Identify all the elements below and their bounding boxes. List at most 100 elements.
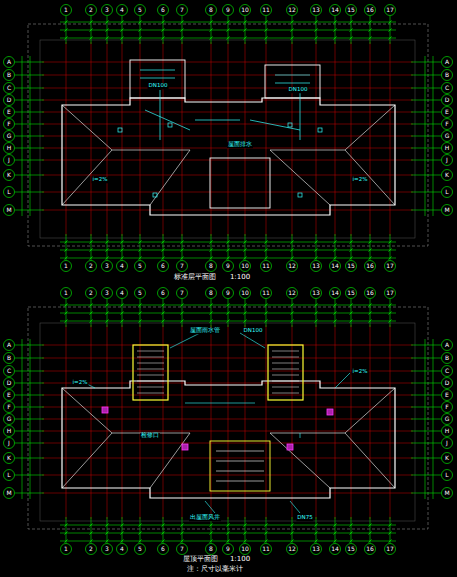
dimension-tick: [162, 37, 165, 40]
axis-bubble: [4, 414, 15, 425]
axis-number: 1: [64, 290, 68, 296]
axis-number: 15: [347, 263, 355, 269]
axis-bubble: [206, 5, 217, 16]
axis-bubble: [158, 288, 169, 299]
axis-letter: E: [7, 392, 11, 398]
axis-number: 6: [161, 7, 165, 13]
sheet-frame: [28, 307, 428, 529]
axis-letter: C: [7, 85, 11, 91]
vent-symbol: [327, 409, 333, 415]
axis-bubble: [385, 5, 396, 16]
axis-bubble: [135, 5, 146, 16]
dimension-tick: [244, 304, 247, 307]
roof-hip-line: [270, 150, 345, 151]
axis-number: 9: [226, 263, 230, 269]
dimension-tick: [334, 257, 337, 260]
axis-bubble: [223, 288, 234, 299]
dimension-tick: [90, 320, 93, 323]
axis-bubble: [240, 288, 251, 299]
axis-leader: [15, 88, 45, 89]
annotation: DN100: [148, 83, 169, 89]
dimension-tick: [265, 241, 268, 244]
axis-bubble: [206, 544, 217, 555]
dimension-tick: [106, 524, 109, 527]
leader-line: [300, 433, 301, 438]
dimension-tick: [389, 532, 392, 535]
axis-grid-line: [163, 325, 164, 519]
axis-grid-line: [42, 407, 413, 408]
pipe-line: [275, 83, 310, 84]
axis-leader: [182, 234, 183, 261]
axis-grid-line: [335, 42, 336, 236]
axis-leader: [370, 234, 371, 261]
dimension-tick: [291, 249, 294, 252]
axis-bubble: [442, 155, 453, 166]
dimension-tick: [350, 21, 353, 24]
axis-bubble: [117, 261, 128, 272]
dimension-tick: [210, 241, 213, 244]
dimension-tick: [265, 37, 268, 40]
axis-number: 7: [180, 7, 184, 13]
axis-letter: K: [445, 455, 449, 461]
dimension-tick: [162, 320, 165, 323]
axis-grid-line: [42, 62, 413, 63]
axis-leader: [411, 160, 442, 161]
axis-leader: [228, 517, 229, 544]
dimension-tick: [350, 29, 353, 32]
axis-grid-line: [42, 419, 413, 420]
axis-grid-line: [42, 112, 413, 113]
axis-bubble: [86, 288, 97, 299]
dimension-line: [60, 258, 396, 259]
dimension-tick: [139, 29, 142, 32]
dimension-tick: [181, 241, 184, 244]
axis-leader: [107, 299, 108, 328]
drain-symbol: [118, 128, 122, 132]
axis-leader: [335, 299, 336, 328]
dimension-tick: [181, 320, 184, 323]
axis-letter: B: [445, 355, 449, 361]
axis-bubble: [442, 205, 453, 216]
dimension-tick: [369, 29, 372, 32]
axis-number: 17: [386, 263, 394, 269]
axis-leader: [15, 210, 45, 211]
axis-bubble: [223, 544, 234, 555]
drain-symbol: [318, 128, 322, 132]
dimension-tick: [315, 249, 318, 252]
dimension-tick: [121, 37, 124, 40]
dimension-tick: [389, 320, 392, 323]
pipe-line: [195, 120, 240, 121]
drain-symbol: [298, 193, 302, 197]
dimension-tick: [334, 249, 337, 252]
axis-number: 13: [312, 263, 320, 269]
axis-leader: [411, 345, 442, 346]
dimension-tick: [90, 540, 93, 543]
axis-number: 7: [180, 546, 184, 552]
dimension-tick: [265, 304, 268, 307]
dimension-tick: [369, 304, 372, 307]
axis-bubble: [135, 261, 146, 272]
dimension-tick: [121, 241, 124, 244]
dimension-tick: [244, 532, 247, 535]
dimension-tick: [162, 257, 165, 260]
dimension-tick: [227, 532, 230, 535]
axis-grid-line: [42, 345, 413, 346]
leader-line: [170, 333, 200, 348]
axis-number: 13: [312, 290, 320, 296]
axis-bubble: [442, 414, 453, 425]
axis-bubble: [330, 288, 341, 299]
axis-grid-line: [42, 75, 413, 76]
dimension-tick: [369, 249, 372, 252]
axis-grid-line: [122, 42, 123, 236]
axis-grid-line: [292, 325, 293, 519]
axis-leader: [182, 517, 183, 544]
louver-line: [216, 481, 264, 482]
dimension-line: [60, 533, 396, 534]
axis-grid-line: [42, 493, 413, 494]
axis-letter: H: [445, 428, 450, 434]
dimension-tick: [369, 257, 372, 260]
dimension-tick: [334, 312, 337, 315]
dimension-tick: [106, 241, 109, 244]
axis-leader: [266, 234, 267, 261]
dimension-tick: [90, 37, 93, 40]
axis-bubble: [311, 5, 322, 16]
